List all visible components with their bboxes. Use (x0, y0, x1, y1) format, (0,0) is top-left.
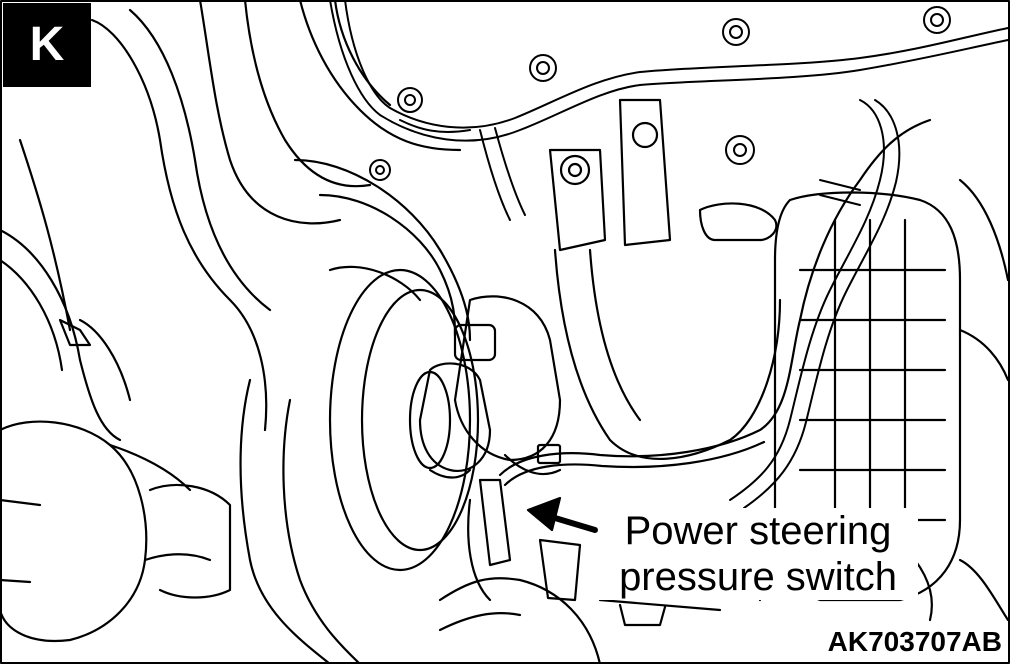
bolt-row-top (369, 6, 951, 181)
top-harness (329, 0, 1009, 221)
component-callout: Power steering pressure switch (598, 508, 918, 600)
lower-hoses (239, 378, 602, 664)
right-harness (729, 99, 901, 509)
figure-code: AK703707AB (825, 626, 1004, 658)
pulley (328, 265, 480, 572)
upper-hose (293, 0, 472, 342)
callout-line-1: Power steering (598, 508, 918, 554)
power-steering-pump (418, 295, 562, 479)
callout-line-2: pressure switch (598, 554, 918, 600)
view-letter-badge: K (3, 3, 91, 87)
left-lower-component (0, 318, 232, 643)
bracket-assembly (548, 98, 782, 460)
pointer-arrow (526, 496, 598, 533)
switch-wire (498, 118, 932, 487)
left-body-panel (0, 0, 372, 442)
